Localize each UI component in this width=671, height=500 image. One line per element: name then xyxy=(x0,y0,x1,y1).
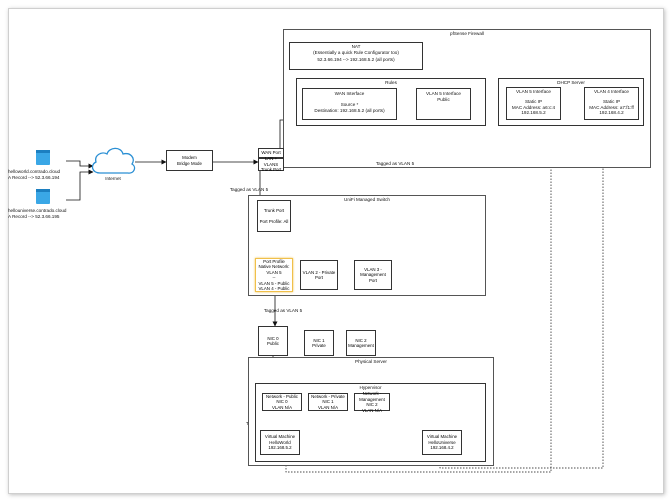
dhcp-vlan5-body: Static IP MAC Address: a6:c:4 192.168.5.… xyxy=(511,99,556,116)
tag-label: Tagged as VLAN 5 xyxy=(375,161,415,166)
dhcp-vlan5-title: VLAN 5 Interface xyxy=(516,89,551,94)
vlan5-interface-title: VLAN 5 Interface xyxy=(426,91,461,96)
host-hellouniverse-label: hellouniverse.contrado.cloud A Record --… xyxy=(8,208,67,219)
tag-label: Tagged as VLAN 5 xyxy=(263,308,303,313)
dhcp-vlan4-body: Static IP MAC Address: a7:f1:ff 192.168.… xyxy=(589,99,634,116)
vlan2-private-port: VLAN 2 - Private Port xyxy=(300,260,338,290)
wan-port: WAN Port xyxy=(258,148,284,158)
wan-interface-rule xyxy=(302,88,397,120)
hypervisor-title: Hypervisor xyxy=(359,385,382,390)
rules-title: Rules xyxy=(385,80,397,85)
host-helloworld-label: helloworld.contrado.cloud A Record --> 5… xyxy=(8,169,61,180)
vlan3-management-port: VLAN 3 - Management Port xyxy=(354,260,392,290)
nat-mapping: 52.3.66.194 --> 192.168.5.2 (all ports) xyxy=(317,57,395,62)
vlan5-interface-body: Public xyxy=(437,97,450,102)
dns-record-icon xyxy=(36,189,50,204)
dhcp-vlan4-box xyxy=(584,87,639,120)
dns-record-icon xyxy=(36,150,50,165)
network-private: Network - Private NIC 1 VLAN N/A xyxy=(308,393,348,411)
tag-label: Tagged as VLAN 5 xyxy=(229,187,269,192)
cloud-icon xyxy=(91,147,136,174)
link-host1-internet xyxy=(66,160,94,169)
physical-server-title: Physical Server xyxy=(355,359,387,364)
nat-title: NAT xyxy=(351,44,361,49)
dhcp-link-vm1 xyxy=(285,119,554,473)
vm-hellouniverse: Virtual Machine HelloUniverse 192.168.4.… xyxy=(422,430,462,455)
nat-subtitle: (Essentially a quick Rule Configurator t… xyxy=(313,50,399,55)
vm-helloworld: Virtual Machine HelloWorld 192.168.5.2 xyxy=(260,430,300,455)
dhcp-title: DHCP Server xyxy=(557,80,585,85)
network-public: Network - Public NIC 0 VLAN N/A xyxy=(262,393,302,411)
lan-trunk-port: LAN + VLANS Trunk Port xyxy=(258,156,284,172)
wan-interface-title: WAN Interface xyxy=(334,91,365,96)
wan-interface-body: Source * Destination: 192.168.5.2 (all p… xyxy=(314,102,385,113)
link-host2-internet xyxy=(66,169,94,201)
trunk-port-box: Trunk Port Port Profile: All xyxy=(257,200,291,232)
nic0-public: NIC 0 Public xyxy=(258,326,288,356)
pfsense-title: pfSense Firewall xyxy=(450,31,484,36)
vlan5-interface-rule xyxy=(416,88,471,120)
internet-label: Internet xyxy=(105,176,121,181)
nat-box xyxy=(289,42,423,70)
nic2-management: NIC 2 Management xyxy=(346,330,376,356)
dhcp-vlan4-title: VLAN 4 Interface xyxy=(594,89,629,94)
port-profile-box: Port Profile Native Network: VLAN 5 -- V… xyxy=(255,258,293,292)
network-management: Network - Management NIC 2 VLAN N/A xyxy=(354,391,390,413)
dhcp-vlan5-box xyxy=(506,87,561,120)
nic1-private: NIC 1 Private xyxy=(304,330,334,356)
modem-box: Modem Bridge Mode xyxy=(166,150,213,171)
unifi-title: UniFi Managed Switch xyxy=(344,197,390,202)
